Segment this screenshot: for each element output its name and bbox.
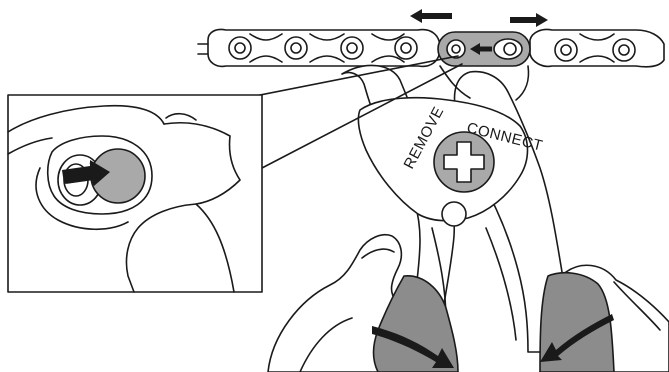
- direction-arrow-icon: [410, 9, 548, 27]
- quick-link: [438, 32, 530, 66]
- detail-quick-link: [48, 136, 152, 214]
- phillips-screw-icon: [434, 132, 494, 192]
- pivot-pin: [442, 202, 466, 226]
